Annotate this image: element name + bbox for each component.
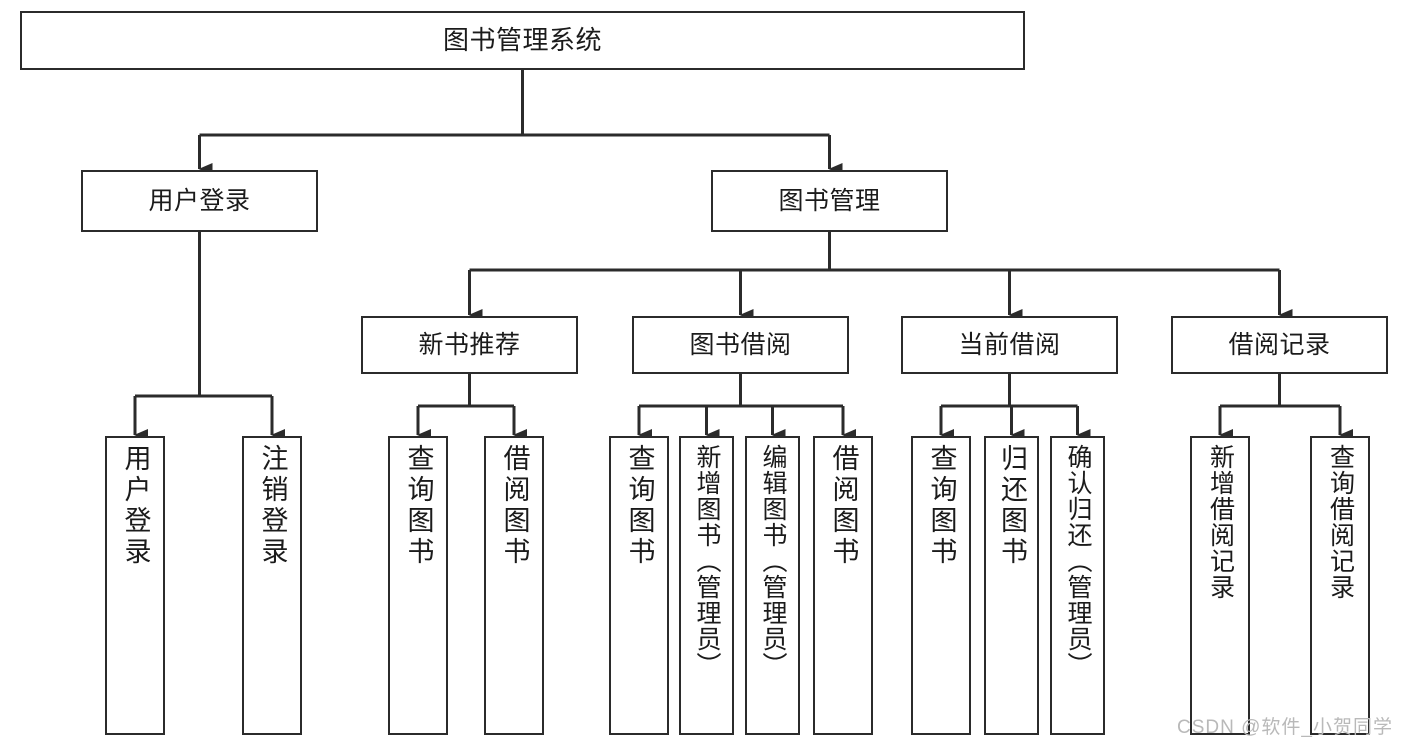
node-label: 编辑图书（管理员）	[759, 444, 787, 678]
leaf-record-query-record[interactable]: 查询借阅记录	[1310, 436, 1370, 735]
node-label: 当前借阅	[958, 330, 1061, 359]
node-label: 新书推荐	[418, 330, 521, 359]
leaf-recommend-query-book[interactable]: 查询图书	[388, 436, 448, 735]
leaf-current-return-book[interactable]: 归还图书	[984, 436, 1039, 735]
node-book-borrowing[interactable]: 图书借阅	[632, 316, 849, 374]
leaf-current-query-book[interactable]: 查询图书	[911, 436, 971, 735]
leaf-user-login[interactable]: 用户登录	[105, 436, 165, 735]
node-label: 图书管理	[778, 186, 881, 215]
node-label: 注销登录	[257, 444, 288, 568]
leaf-borrow-edit-book-admin[interactable]: 编辑图书（管理员）	[745, 436, 800, 735]
node-current-borrowing[interactable]: 当前借阅	[901, 316, 1118, 374]
node-root-system[interactable]: 图书管理系统	[20, 11, 1025, 70]
csdn-watermark: CSDN @软件_小贺同学	[1177, 717, 1393, 738]
node-borrowing-records[interactable]: 借阅记录	[1171, 316, 1388, 374]
node-label: 新增借阅记录	[1206, 444, 1235, 600]
node-label: 图书管理系统	[442, 24, 602, 55]
node-label: 用户登录	[148, 186, 251, 215]
node-label: 确认归还（管理员）	[1064, 444, 1092, 678]
leaf-borrow-borrow-book[interactable]: 借阅图书	[813, 436, 873, 735]
leaf-record-add-record[interactable]: 新增借阅记录	[1190, 436, 1250, 735]
node-label: 新增图书（管理员）	[693, 444, 721, 678]
node-label: 查询图书	[926, 444, 957, 568]
node-user-login[interactable]: 用户登录	[81, 170, 318, 232]
node-book-management[interactable]: 图书管理	[711, 170, 948, 232]
node-label: 借阅图书	[499, 444, 530, 568]
leaf-current-confirm-return-admin[interactable]: 确认归还（管理员）	[1050, 436, 1105, 735]
node-label: 借阅图书	[828, 444, 859, 568]
node-label: 用户登录	[120, 444, 151, 568]
node-label: 图书借阅	[689, 330, 792, 359]
leaf-recommend-borrow-book[interactable]: 借阅图书	[484, 436, 544, 735]
node-new-book-recommendation[interactable]: 新书推荐	[361, 316, 578, 374]
node-label: 查询图书	[403, 444, 434, 568]
node-label: 查询借阅记录	[1326, 444, 1355, 600]
node-label: 查询图书	[624, 444, 655, 568]
leaf-logout[interactable]: 注销登录	[242, 436, 302, 735]
node-label: 归还图书	[997, 444, 1027, 568]
node-label: 借阅记录	[1228, 330, 1331, 359]
leaf-borrow-add-book-admin[interactable]: 新增图书（管理员）	[679, 436, 734, 735]
leaf-borrow-query-book[interactable]: 查询图书	[609, 436, 669, 735]
